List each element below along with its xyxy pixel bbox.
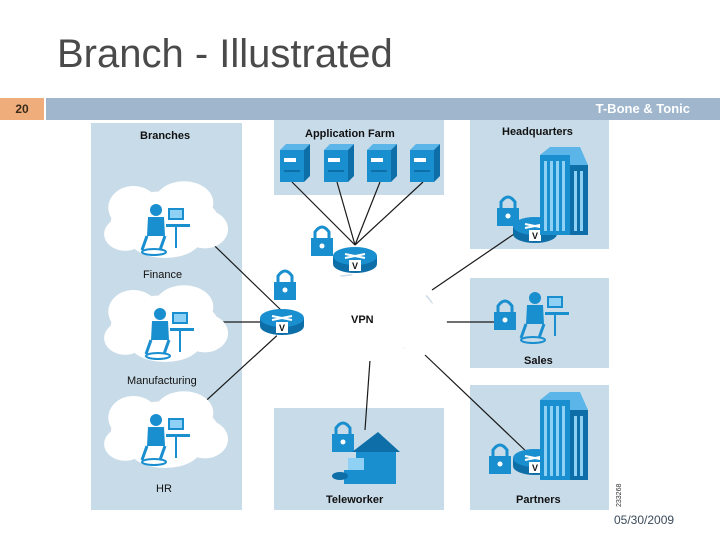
- vpn-router-icon: [332, 246, 378, 274]
- vpn-cloud-icon: [275, 261, 448, 363]
- lock-icon: [309, 225, 335, 258]
- server-icon: [324, 144, 354, 182]
- partners-panel: [470, 385, 609, 510]
- hr-cloud-icon: [103, 390, 229, 469]
- hr-label: HR: [156, 483, 172, 495]
- vpn-label: VPN: [351, 314, 374, 326]
- server-icon: [367, 144, 397, 182]
- branches-label: Branches: [140, 130, 190, 142]
- application-farm-label: Application Farm: [305, 128, 395, 140]
- headquarters-building-icon: [540, 147, 588, 235]
- slide-number: 20: [0, 98, 44, 120]
- header-bar: [46, 98, 720, 120]
- server-icon: [280, 144, 310, 182]
- slide-date: 05/30/2009: [614, 513, 675, 527]
- slide-title: Branch - Illustrated: [57, 32, 393, 76]
- partners-label: Partners: [516, 494, 561, 506]
- author-label: T-Bone & Tonic: [595, 101, 690, 116]
- server-icon: [410, 144, 440, 182]
- finance-label: Finance: [143, 269, 182, 281]
- headquarters-label: Headquarters: [502, 126, 573, 138]
- vpn-router-icon: [259, 308, 305, 336]
- partners-building-icon: [540, 392, 588, 480]
- manufacturing-label: Manufacturing: [127, 375, 197, 387]
- lock-icon: [272, 269, 298, 302]
- sales-label: Sales: [524, 355, 553, 367]
- finance-cloud-icon: [103, 180, 229, 259]
- teleworker-label: Teleworker: [326, 494, 384, 506]
- figure-id: 233268: [616, 484, 623, 507]
- teleworker-house-icon: [332, 432, 400, 484]
